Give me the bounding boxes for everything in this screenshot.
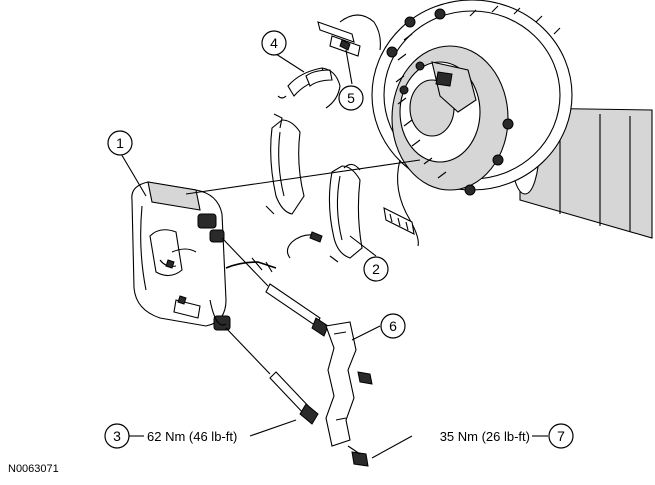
brake-hose (209, 257, 277, 326)
callout-number-7: 7 (557, 428, 565, 444)
anti-rattle-clip (277, 67, 341, 109)
callout-2: 2 (363, 256, 389, 282)
callout-6: 6 (380, 313, 406, 339)
caliper-bolts (221, 237, 329, 425)
callout-7: 7 35 Nm (26 lb-ft) (440, 423, 574, 449)
wheel-studs (386, 8, 514, 196)
inboard-brake-pad (286, 163, 363, 263)
callout-1: 1 (107, 130, 133, 156)
brake-caliper (131, 181, 231, 331)
brake-rotor (371, 0, 573, 247)
callout-4: 4 (261, 30, 287, 56)
pad-shim (383, 207, 415, 235)
callout-3: 3 62 Nm (46 lb-ft) (104, 423, 237, 449)
torque-spec-3: 62 Nm (46 lb-ft) (147, 429, 237, 444)
wear-indicator-clip (317, 14, 381, 57)
leader-lines (119, 49, 548, 459)
callout-5: 5 (338, 85, 364, 111)
caliper-bracket (325, 321, 357, 447)
callout-number-5: 5 (347, 90, 355, 106)
callout-number-4: 4 (270, 35, 278, 51)
figure-code: N0063071 (8, 463, 59, 475)
callout-number-3: 3 (113, 428, 121, 444)
callout-number-1: 1 (116, 135, 124, 151)
callout-number-2: 2 (372, 261, 380, 277)
callout-number-6: 6 (389, 318, 397, 334)
torque-spec-7: 35 Nm (26 lb-ft) (440, 429, 530, 444)
outboard-brake-pad (265, 113, 305, 215)
bracket-bolts (347, 371, 373, 467)
